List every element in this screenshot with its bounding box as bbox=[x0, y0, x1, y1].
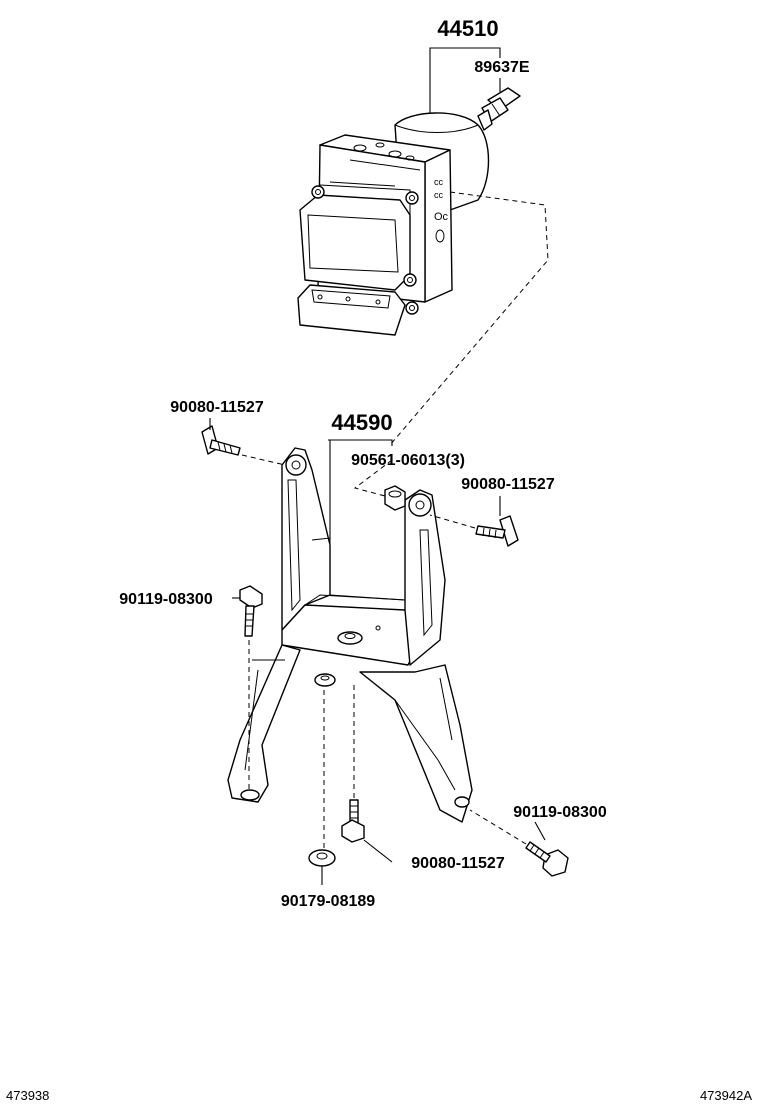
washer-bottom bbox=[308, 849, 336, 867]
label-bolt-bottom: 90080-11527 bbox=[411, 855, 505, 872]
svg-text:cc: cc bbox=[434, 190, 444, 200]
label-bolt-left: 90119-08300 bbox=[119, 591, 213, 608]
bolt-top-left-path bbox=[241, 454, 286, 466]
sensor-part bbox=[477, 87, 521, 131]
leader-bolt-bottom bbox=[363, 839, 393, 863]
label-bracket: 44590 bbox=[331, 410, 392, 435]
leader-bracket-top bbox=[328, 439, 393, 446]
actuator-alignment-line bbox=[389, 191, 549, 446]
bolt-top-right bbox=[475, 515, 519, 547]
label-sensor: 89637E bbox=[474, 59, 529, 76]
bolt-right-lower bbox=[525, 841, 569, 877]
bolt-top-right-path bbox=[429, 514, 476, 529]
footer-left-code: 473938 bbox=[6, 1088, 49, 1103]
svg-text:cc: cc bbox=[434, 177, 444, 187]
label-bolt-top-left: 90080-11527 bbox=[170, 399, 264, 416]
nut-path bbox=[353, 459, 393, 497]
abs-actuator-assembly: cc cc Oc bbox=[297, 112, 490, 336]
svg-text:Oc: Oc bbox=[434, 211, 449, 223]
bolt-bottom bbox=[341, 799, 365, 843]
label-actuator-assy: 44510 bbox=[437, 16, 498, 41]
label-washer-bottom: 90179-08189 bbox=[281, 893, 375, 910]
nut-center bbox=[384, 485, 406, 511]
label-nut-center: 90561-06013(3) bbox=[351, 452, 465, 469]
bolt-left bbox=[239, 585, 263, 637]
label-bolt-top-right: 90080-11527 bbox=[461, 476, 555, 493]
mounting-bracket bbox=[227, 447, 473, 823]
bolt-top-left bbox=[201, 425, 241, 456]
actuator-leader-lines bbox=[429, 47, 501, 115]
leader-bolt-right-lower bbox=[534, 821, 546, 841]
bolt-right-lower-path bbox=[469, 809, 527, 845]
footer-right-code: 473942A bbox=[700, 1088, 752, 1103]
label-bolt-right-lower: 90119-08300 bbox=[513, 804, 607, 821]
